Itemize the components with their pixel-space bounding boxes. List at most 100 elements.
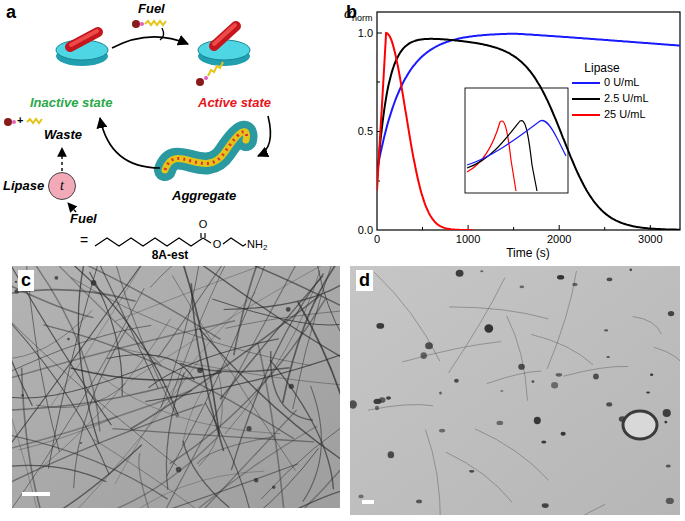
fuel-head xyxy=(196,78,204,86)
debris xyxy=(350,400,357,408)
fiber xyxy=(176,448,318,508)
label: c xyxy=(18,270,34,291)
debris xyxy=(666,498,674,504)
fiber xyxy=(52,464,298,508)
debris xyxy=(664,421,667,424)
fuel-molecule xyxy=(132,20,166,28)
rod-highlight xyxy=(71,31,97,45)
label: 8A-est xyxy=(152,249,189,263)
carbonyl-bond xyxy=(204,233,205,238)
debris xyxy=(557,275,564,280)
fiber xyxy=(166,372,184,489)
debris xyxy=(425,342,433,349)
debris xyxy=(386,396,391,400)
fuel-feed-line xyxy=(160,28,164,40)
debris xyxy=(532,380,535,383)
fiber xyxy=(220,276,323,400)
waste-head xyxy=(4,118,12,126)
fiber xyxy=(119,348,340,389)
dark-spot xyxy=(176,467,182,473)
debris xyxy=(629,268,632,271)
label: norm xyxy=(352,13,373,23)
enzyme-label: t xyxy=(60,179,64,193)
dark-spot xyxy=(272,486,275,489)
fiber xyxy=(29,445,141,508)
short-fiber xyxy=(402,342,501,362)
fiber xyxy=(150,266,224,288)
label: = xyxy=(80,232,88,248)
short-fiber xyxy=(531,334,593,364)
tem-fibers xyxy=(12,266,340,508)
fiber xyxy=(296,486,340,508)
debris xyxy=(663,409,671,417)
dark-spot xyxy=(286,307,291,312)
fiber xyxy=(199,369,222,466)
debris xyxy=(439,391,442,394)
debris xyxy=(518,364,525,370)
fiber xyxy=(12,325,151,375)
short-fiber xyxy=(446,452,512,502)
fuel-head xyxy=(132,20,140,28)
label: NH xyxy=(247,238,263,251)
fiber xyxy=(120,426,317,508)
fiber-core xyxy=(165,132,247,170)
debris xyxy=(593,373,599,379)
data-curve xyxy=(377,39,680,230)
short-fiber xyxy=(633,316,662,334)
label: Active state xyxy=(198,96,271,111)
fuel-ester xyxy=(204,76,208,80)
ticks xyxy=(377,33,650,230)
rod xyxy=(70,32,98,47)
fiber xyxy=(203,266,340,376)
debris xyxy=(572,283,577,286)
short-fiber xyxy=(547,271,576,369)
fiber xyxy=(52,266,178,416)
label: 2000 xyxy=(547,233,571,246)
label: 1000 xyxy=(456,233,480,246)
short-fiber xyxy=(448,278,504,373)
short-fiber xyxy=(368,405,433,411)
fiber xyxy=(22,367,51,508)
fiber xyxy=(12,390,192,468)
dark-spot xyxy=(289,384,294,389)
fiber xyxy=(270,360,333,489)
fiber xyxy=(234,266,276,355)
short-fiber xyxy=(487,371,541,384)
inset-curve xyxy=(467,120,566,165)
aggregate-fiber xyxy=(165,132,247,170)
debris xyxy=(439,429,445,433)
dark-spot xyxy=(15,281,17,283)
scale-bar xyxy=(22,492,50,496)
debris xyxy=(556,373,563,377)
debris xyxy=(484,324,493,332)
plot-frame xyxy=(377,12,685,230)
dashed-arrow xyxy=(61,148,62,171)
fiber xyxy=(71,368,222,380)
fiber xyxy=(12,340,57,508)
ethyl-chain xyxy=(223,238,246,246)
fiber xyxy=(12,266,164,467)
debris xyxy=(551,382,558,388)
fiber xyxy=(51,266,189,406)
cycle-arrow xyxy=(100,118,160,168)
debris xyxy=(456,270,464,277)
fiber xyxy=(115,266,340,321)
label: Aggregate xyxy=(172,189,236,204)
debris xyxy=(541,441,546,444)
dark-spot xyxy=(246,426,251,431)
label: 2 xyxy=(263,243,267,252)
fiber xyxy=(158,266,253,358)
label: Fuel xyxy=(138,2,165,17)
debris xyxy=(606,402,612,406)
debris xyxy=(666,464,671,467)
label: Waste xyxy=(44,128,82,143)
fiber xyxy=(113,471,264,508)
inactive-assembly xyxy=(56,31,108,66)
fiber xyxy=(36,383,125,407)
scale-bar xyxy=(362,500,374,504)
label: d xyxy=(356,270,373,291)
tem-debris xyxy=(350,268,680,515)
label: α xyxy=(344,5,352,22)
